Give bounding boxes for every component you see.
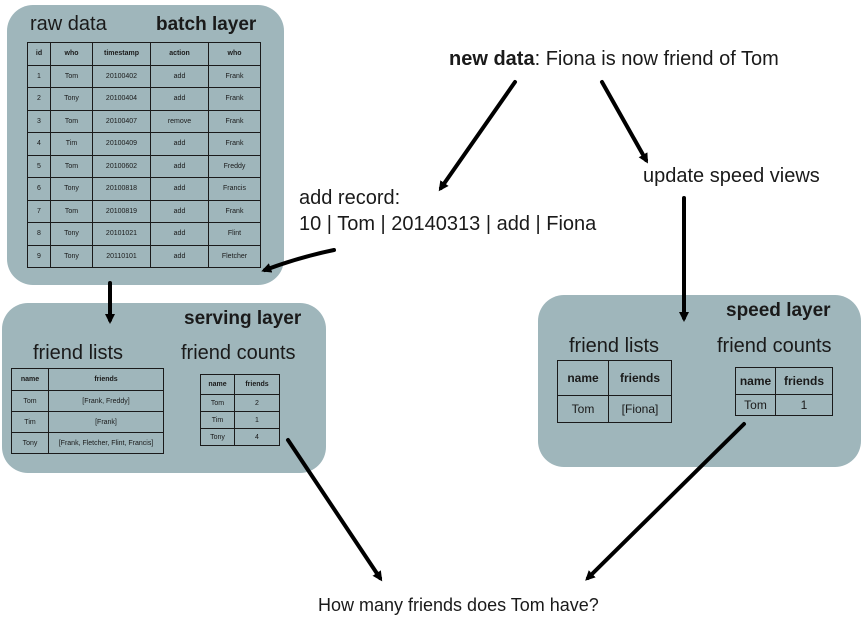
add-record-label: add record:: [299, 187, 401, 209]
speed-friend-counts-title: friend counts: [717, 335, 832, 357]
table-cell: 20100819: [92, 199, 151, 223]
arrow-speed-to-question: [585, 422, 746, 581]
table-cell: Frank: [208, 109, 261, 133]
table-cell: Fletcher: [208, 244, 261, 268]
table-cell: Freddy: [208, 154, 261, 178]
arrow-new-data-to-update-speed: [600, 80, 648, 164]
raw-data-label: raw data: [30, 13, 107, 35]
table-cell: Frank: [208, 132, 261, 156]
table-cell: 4: [234, 428, 280, 446]
table-cell: 20100409: [92, 132, 151, 156]
table-cell: Tom: [557, 395, 609, 423]
table-cell: Tom: [735, 394, 776, 416]
table-cell: 20100407: [92, 109, 151, 133]
serving-layer-title: serving layer: [184, 308, 302, 329]
table-cell: Tony: [50, 244, 93, 268]
new-data-caption: new data: Fiona is now friend of Tom: [449, 48, 779, 71]
speed-friend-lists-table: name friends Tom[Fiona]: [557, 360, 672, 423]
table-cell: 1: [775, 394, 833, 416]
table-cell: 20110101: [92, 244, 151, 268]
serving-counts-header-row: name friends: [200, 374, 280, 395]
serving-friend-counts-title: friend counts: [181, 342, 296, 364]
new-data-text: : Fiona is now friend of Tom: [534, 48, 779, 70]
serving-lists-header-row: name friends: [11, 368, 164, 391]
arrow-new-data-to-add-record: [438, 80, 517, 192]
table-cell: [Fiona]: [608, 395, 672, 423]
table-cell: Francis: [208, 177, 261, 201]
table-cell: add: [150, 199, 209, 223]
serving-lists-row: Tim[Frank]: [11, 411, 164, 433]
serving-friend-lists-table: name friends Tom[Frank, Freddy]Tim[Frank…: [11, 368, 164, 454]
speed-friend-lists-title: friend lists: [569, 335, 660, 357]
arrow-serving-to-question: [286, 438, 383, 582]
serving-friend-lists-title: friend lists: [33, 342, 124, 364]
speed-counts-header-row: name friends: [735, 367, 833, 395]
new-data-label: new data: [449, 48, 535, 70]
table-cell: add: [150, 177, 209, 201]
arrow-add-record-to-batch: [261, 248, 336, 273]
speed-lists-row: Tom[Fiona]: [557, 395, 672, 423]
update-speed-views-label: update speed views: [643, 165, 820, 187]
table-cell: [Frank, Fletcher, Flint, Francis]: [48, 432, 164, 454]
speed-layer-title: speed layer: [726, 300, 831, 321]
serving-lists-row: Tony[Frank, Fletcher, Flint, Francis]: [11, 432, 164, 454]
speed-lists-header-row: name friends: [557, 360, 672, 396]
batch-layer-title: batch layer: [156, 14, 257, 35]
column-header: friends: [608, 360, 672, 396]
add-record-value: 10 | Tom | 20140313 | add | Fiona: [299, 213, 597, 235]
raw-data-header-row: id who timestamp action who: [27, 42, 261, 66]
table-cell: Tony: [200, 428, 235, 446]
table-cell: add: [150, 132, 209, 156]
table-cell: Flint: [208, 222, 261, 246]
column-header: name: [735, 367, 776, 395]
table-cell: Frank: [208, 199, 261, 223]
serving-lists-row: Tom[Frank, Freddy]: [11, 390, 164, 412]
question-text: How many friends does Tom have?: [318, 595, 599, 615]
